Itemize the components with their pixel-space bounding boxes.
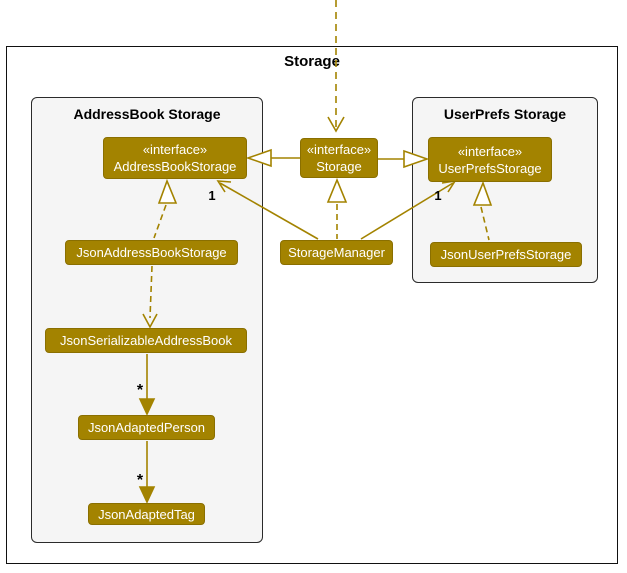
multiplicity-label-userprefsstorage: 1 — [434, 188, 442, 203]
multiplicity-label-addressbookstorage: 1 — [208, 188, 216, 203]
package-userprefs-storage-title: UserPrefs Storage — [443, 106, 567, 122]
class-storage: «interface» Storage — [300, 138, 378, 178]
stereotype-label: «interface» — [306, 142, 372, 157]
class-name-label: JsonAddressBookStorage — [76, 245, 227, 260]
class-userprefsstorage: «interface» UserPrefsStorage — [428, 137, 552, 182]
class-jsonadaptedtag: JsonAdaptedTag — [88, 503, 205, 525]
class-jsonaddressbookstorage: JsonAddressBookStorage — [65, 240, 238, 265]
class-jsonserializableaddressbook: JsonSerializableAddressBook — [45, 328, 247, 353]
class-name-label: AddressBookStorage — [113, 159, 237, 174]
storage-frame: Storage — [6, 46, 618, 564]
class-jsonuserprefsstorage: JsonUserPrefsStorage — [430, 242, 582, 267]
class-storagemanager: StorageManager — [280, 240, 393, 265]
multiplicity-label-adaptedperson: * — [136, 382, 144, 399]
class-name-label: JsonSerializableAddressBook — [60, 333, 232, 348]
stereotype-label: «interface» — [457, 143, 523, 159]
class-name-label: StorageManager — [288, 245, 385, 260]
package-addressbook-storage-title: AddressBook Storage — [73, 106, 221, 122]
class-name-label: JsonAdaptedTag — [98, 506, 195, 522]
class-addressbookstorage: «interface» AddressBookStorage — [103, 137, 247, 179]
stereotype-label: «interface» — [142, 142, 208, 157]
class-name-label: UserPrefsStorage — [438, 160, 542, 176]
multiplicity-label-adaptedtag: * — [136, 472, 144, 489]
class-jsonadaptedperson: JsonAdaptedPerson — [78, 415, 215, 440]
class-name-label: JsonUserPrefsStorage — [440, 247, 572, 262]
class-name-label: Storage — [316, 159, 362, 174]
class-name-label: JsonAdaptedPerson — [87, 420, 206, 435]
frame-title: Storage — [284, 53, 340, 70]
